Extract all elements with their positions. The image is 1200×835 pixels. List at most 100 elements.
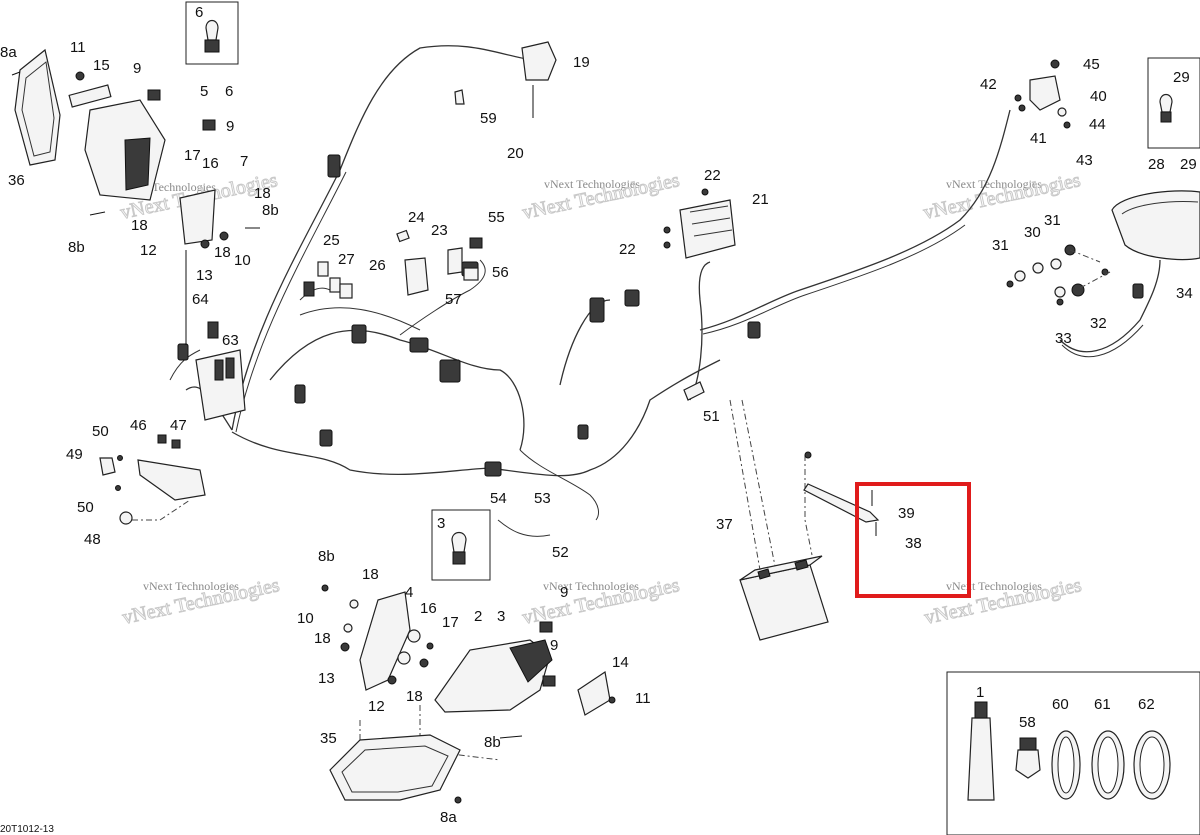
fuse-box-21: [663, 188, 736, 259]
callout-label: 49: [66, 446, 83, 463]
connector: [589, 297, 605, 323]
connector: [319, 429, 333, 447]
callout-label: 39: [898, 505, 915, 522]
callout-label: 10: [297, 610, 314, 627]
callout-label: 27: [338, 251, 355, 268]
callout-label: 56: [492, 264, 509, 281]
callout-label: 21: [752, 191, 769, 208]
callout-label: 16: [420, 600, 437, 617]
main-wiring-harness: [169, 45, 1161, 537]
watermark: vNext Technologies: [946, 177, 1042, 191]
connector-parts-23-27: [303, 229, 429, 299]
callout-label: 15: [93, 57, 110, 74]
callout-label: 8b: [318, 548, 335, 565]
callout-label: 57: [445, 291, 462, 308]
callout-label: 47: [170, 417, 187, 434]
connector: [409, 337, 429, 353]
callout-label: 54: [490, 490, 507, 507]
relay-module-63: [185, 250, 246, 421]
sensor-40: [1014, 59, 1071, 129]
connector: [747, 321, 761, 339]
callout-label: 31: [992, 237, 1009, 254]
callout-label: 19: [573, 54, 590, 71]
connector-parts-55-57: [447, 237, 483, 281]
callout-labels: 8a 11 15 9 36 5 6 9 17 16 18 7 18 8b 8b …: [0, 4, 1197, 826]
callout-label: 22: [619, 241, 636, 258]
switch-19: [454, 41, 557, 118]
connector: [294, 384, 306, 404]
watermark: vNext Technologies: [544, 177, 640, 191]
watermark-group: vNext Technologies vNext Technologies vN…: [118, 169, 1084, 630]
callout-label: 17: [184, 147, 201, 164]
callout-label: 10: [234, 252, 251, 269]
part-51: [683, 381, 705, 401]
callout-label: 24: [408, 209, 425, 226]
watermark: vNext Technologies: [143, 579, 239, 593]
connector: [177, 343, 189, 361]
callout-label: 62: [1138, 696, 1155, 713]
callout-label: 4: [405, 584, 413, 601]
callout-label: 6: [195, 4, 203, 21]
callout-label: 58: [1019, 714, 1036, 731]
callout-label: 1: [976, 684, 984, 701]
callout-label: 13: [196, 267, 213, 284]
callout-label: 42: [980, 76, 997, 93]
connector: [351, 324, 367, 344]
callout-label: 9: [226, 118, 234, 135]
callout-label: 9: [550, 637, 558, 654]
callout-label: 11: [635, 690, 651, 707]
callout-label: 13: [318, 670, 335, 687]
callout-label: 7: [240, 153, 248, 170]
callout-label: 18: [406, 688, 423, 705]
callout-label: 37: [716, 516, 733, 533]
callout-label: 3: [437, 515, 445, 532]
callout-label: 14: [612, 654, 629, 671]
callout-label: 2: [474, 608, 482, 625]
callout-label: 29: [1180, 156, 1197, 173]
tail-light-28: [1111, 190, 1200, 261]
callout-label: 46: [130, 417, 147, 434]
callout-label: 8a: [440, 809, 457, 826]
callout-label: 17: [442, 614, 459, 631]
hardware-30-33: [1006, 244, 1111, 306]
callout-label: 9: [560, 584, 568, 601]
figure-code: 20T1012-13: [0, 824, 54, 835]
callout-label: 52: [552, 544, 569, 561]
callout-label: 26: [369, 257, 386, 274]
left-headlight-assembly: [11, 48, 260, 249]
harness-connectors: [177, 154, 1144, 477]
accessories-box: [946, 671, 1200, 835]
callout-label: 48: [84, 531, 101, 548]
callout-label: 3: [497, 608, 505, 625]
callout-label: 31: [1044, 212, 1061, 229]
callout-label: 45: [1083, 56, 1100, 73]
connector: [439, 359, 461, 383]
callout-label: 11: [70, 39, 86, 56]
callout-label: 18: [362, 566, 379, 583]
callout-label: 18: [314, 630, 331, 647]
callout-label: 22: [704, 167, 721, 184]
headlight-trim-35: [329, 734, 462, 804]
callout-label: 36: [8, 172, 25, 189]
callout-label: 55: [488, 209, 505, 226]
battery-37: [729, 399, 829, 641]
callout-label: 6: [225, 83, 233, 100]
callout-label: 23: [431, 222, 448, 239]
connector: [624, 289, 640, 307]
callout-label: 33: [1055, 330, 1072, 347]
callout-label: 44: [1089, 116, 1106, 133]
callout-label: 12: [368, 698, 385, 715]
mount-bracket: [68, 84, 112, 108]
callout-label: 5: [200, 83, 208, 100]
callout-label: 53: [534, 490, 551, 507]
callout-label: 18: [214, 244, 231, 261]
callout-label: 18: [131, 217, 148, 234]
callout-label: 8b: [484, 734, 501, 751]
callout-label: 38: [905, 535, 922, 552]
callout-label: 40: [1090, 88, 1107, 105]
callout-label: 8b: [68, 239, 85, 256]
callout-label: 28: [1148, 156, 1165, 173]
callout-label: 25: [323, 232, 340, 249]
connector: [1132, 283, 1144, 299]
